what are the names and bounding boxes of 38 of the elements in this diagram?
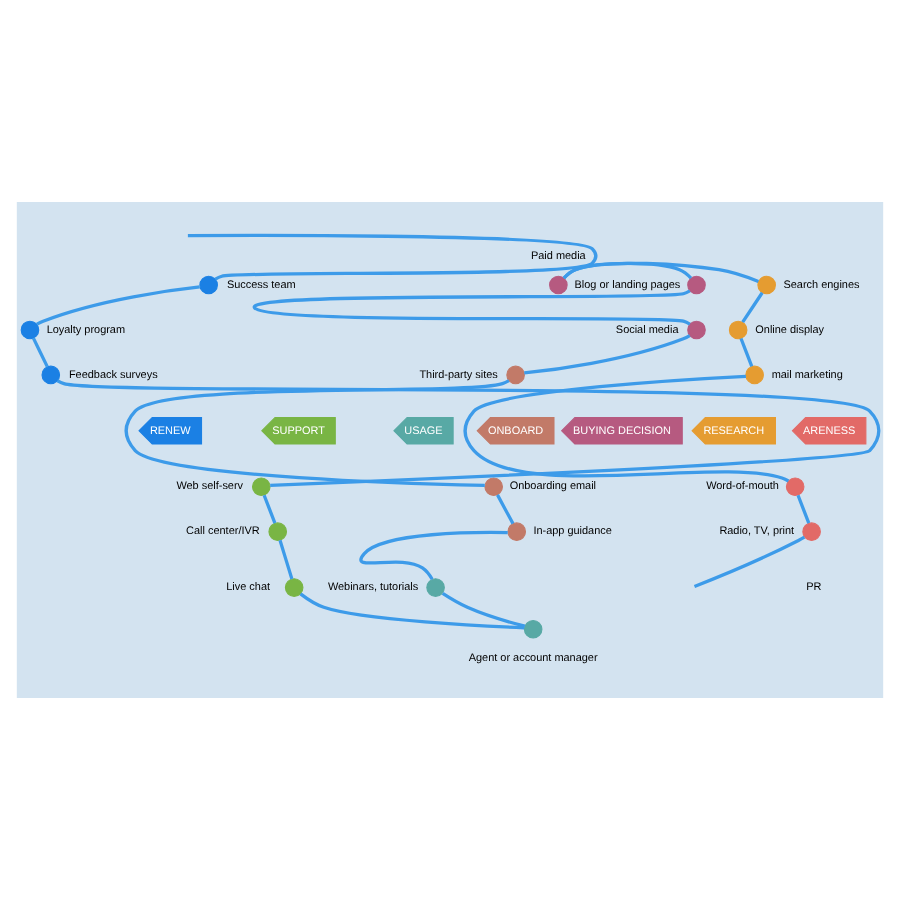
node-circle (251, 477, 271, 497)
connector (299, 592, 525, 630)
node-circle (484, 477, 503, 497)
node-circle (757, 275, 776, 295)
connector (278, 539, 294, 580)
connector (739, 337, 754, 368)
connector (796, 494, 811, 524)
node-circle (728, 320, 748, 340)
connector (187, 233, 598, 281)
connector (262, 494, 277, 524)
node-circle (199, 275, 218, 295)
node-circle (745, 365, 764, 385)
node-circle (426, 578, 445, 597)
node-circle (41, 365, 61, 385)
connector (359, 530, 508, 581)
connector (693, 535, 806, 588)
node-circle (20, 320, 40, 340)
node-circle (687, 275, 706, 295)
connector (441, 592, 526, 628)
connector (741, 291, 764, 323)
connector (524, 334, 691, 375)
node-circle (506, 365, 525, 385)
connector (36, 285, 200, 326)
connector (562, 261, 760, 283)
node-circle (802, 522, 821, 541)
connector (463, 374, 790, 483)
connector (57, 379, 880, 487)
node-circle (785, 477, 805, 497)
node-circle (523, 619, 543, 639)
node-circle (549, 275, 568, 295)
node-circle (268, 522, 288, 541)
node-circle (507, 522, 527, 541)
connector (496, 494, 515, 525)
node-circle (284, 578, 304, 597)
connector (31, 337, 49, 368)
connector (253, 289, 691, 326)
node-circle (687, 320, 706, 340)
connector (124, 379, 510, 488)
